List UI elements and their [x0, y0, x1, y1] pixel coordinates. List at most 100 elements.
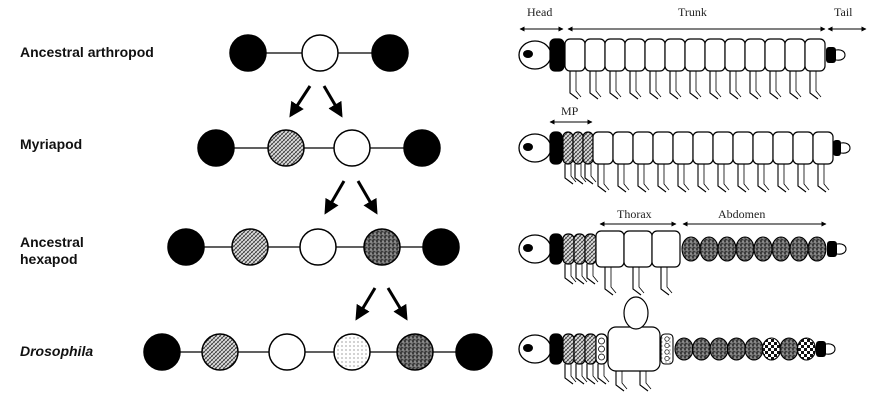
head-segment-black: [549, 38, 565, 72]
leg: [592, 364, 599, 383]
body-diagrams: [518, 38, 851, 392]
node-row-ancestral-arthropod: [229, 34, 409, 72]
leg: [677, 164, 687, 193]
leg: [590, 164, 597, 183]
leg: [609, 71, 619, 100]
leg: [586, 364, 596, 385]
leg: [639, 371, 649, 392]
leg: [575, 264, 585, 285]
leg: [603, 364, 610, 383]
node-white: [268, 333, 306, 371]
leg: [655, 71, 662, 98]
leg: [589, 71, 599, 100]
leg: [823, 164, 830, 191]
trunk-segment: [624, 38, 646, 72]
abdomen-segment: [717, 236, 737, 262]
abdomen-segment: [789, 236, 809, 262]
abdomen-segment: [709, 337, 729, 361]
row-label-drosophila: Drosophila: [20, 343, 93, 360]
abdomen-segment: [744, 337, 764, 361]
leg: [635, 71, 642, 98]
leg: [623, 164, 630, 191]
abdomen-segment: [753, 236, 773, 262]
tail-segment: [826, 47, 836, 63]
mp-segment: [573, 233, 586, 265]
leg: [663, 164, 670, 191]
node-hatched: [201, 333, 239, 371]
tail-appendage: [835, 49, 846, 61]
leg: [643, 164, 650, 191]
leg: [603, 164, 610, 191]
leg: [632, 267, 642, 296]
leg: [617, 164, 627, 193]
segment-dot: [664, 342, 670, 349]
mp-segment: [584, 233, 597, 265]
head-segment-black: [549, 131, 563, 165]
row1-dimension-labels: Head Trunk Tail: [519, 5, 867, 32]
leg: [697, 164, 707, 193]
leg: [584, 164, 594, 185]
trunk-segment: [592, 131, 614, 165]
leg: [757, 164, 767, 193]
abdomen-segment: [735, 236, 755, 262]
trunk-segment: [644, 38, 666, 72]
leg: [695, 71, 702, 98]
node-black: [403, 129, 441, 167]
eye: [523, 50, 533, 58]
leg: [575, 364, 585, 385]
label-line: hexapod: [20, 251, 78, 267]
row-label-ancestral-hexapod: Ancestral hexapod: [20, 234, 84, 268]
trunk-segment: [632, 131, 654, 165]
segment-dot: [598, 345, 605, 353]
trunk-segment: [672, 131, 694, 165]
wing-haltere: [623, 296, 649, 330]
node-dotted: [333, 333, 371, 371]
trunk-segment: [732, 131, 754, 165]
leg: [817, 164, 827, 193]
node-black: [197, 129, 235, 167]
tail-segment: [816, 341, 826, 357]
leg: [815, 71, 822, 98]
node-black: [229, 34, 267, 72]
leg: [597, 364, 607, 385]
tail-appendage: [840, 142, 851, 154]
leg: [592, 264, 599, 283]
trunk-segment: [792, 131, 814, 165]
leg: [797, 164, 807, 193]
leg: [595, 71, 602, 98]
leg: [763, 164, 770, 191]
abdomen-segment: [681, 236, 701, 262]
leg: [775, 71, 782, 98]
trunk-segment: [564, 38, 586, 72]
node-hatched: [267, 129, 305, 167]
tail-segment: [833, 140, 841, 156]
leg: [649, 71, 659, 100]
leg: [575, 71, 582, 98]
mp-segment: [582, 131, 594, 165]
node-hatched: [231, 228, 269, 266]
thorax-segment: [651, 230, 681, 268]
label-abdomen: Abdomen: [718, 207, 765, 221]
leg: [657, 164, 667, 193]
label-line: Drosophila: [20, 343, 94, 359]
label-tail: Tail: [834, 5, 853, 19]
trunk-segment: [664, 38, 686, 72]
leg: [683, 164, 690, 191]
trunk-segment: [584, 38, 606, 72]
trunk-segment: [684, 38, 706, 72]
trunk-segment: [724, 38, 746, 72]
leg: [769, 71, 779, 100]
body-myriapod: [518, 131, 851, 193]
thorax-segment: [607, 326, 661, 372]
node-white: [333, 129, 371, 167]
node-black: [455, 333, 493, 371]
thorax-segment: [623, 230, 653, 268]
eye: [523, 244, 533, 252]
row2-dimension-labels: MP: [549, 104, 593, 125]
head-segment-black: [549, 233, 563, 265]
node-black: [167, 228, 205, 266]
trunk-segment: [712, 131, 734, 165]
leg: [637, 164, 647, 193]
leg: [689, 71, 699, 100]
